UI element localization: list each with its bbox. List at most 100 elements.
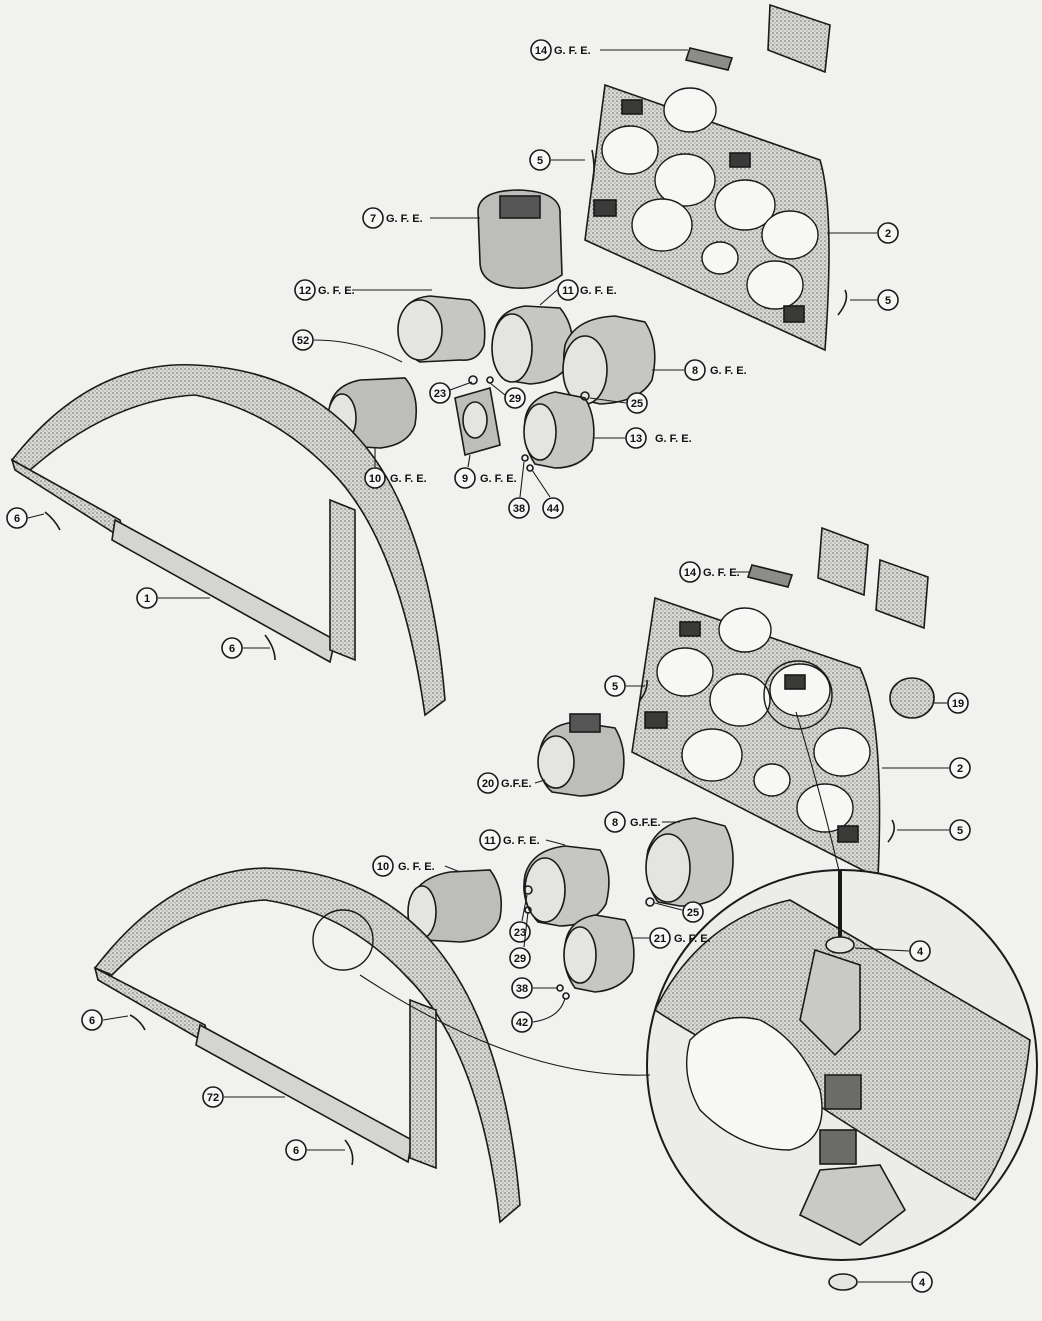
- callout-1: 1: [136, 587, 210, 609]
- callout-11-lower: 11 G. F. E.: [479, 829, 566, 851]
- callout-14-lower: 14 G. F. E.: [679, 561, 750, 583]
- svg-text:7: 7: [370, 213, 376, 225]
- svg-text:11: 11: [562, 285, 574, 297]
- svg-text:1: 1: [144, 593, 150, 605]
- svg-text:14: 14: [684, 567, 697, 579]
- svg-text:6: 6: [293, 1145, 299, 1157]
- svg-text:2: 2: [885, 228, 891, 240]
- svg-text:4: 4: [919, 1277, 926, 1289]
- detail-magnifier: [359, 711, 1038, 1291]
- instrument-8-lower: [645, 817, 734, 907]
- callout-6-upper-mid: 6: [221, 637, 270, 659]
- svg-text:5: 5: [537, 155, 543, 167]
- svg-text:G. F. E.: G. F. E.: [554, 45, 591, 57]
- callout-10-lower: 10 G. F. E.: [372, 855, 461, 877]
- instrument-10-lower: [407, 869, 503, 943]
- callout-2-upper: 2: [827, 222, 899, 244]
- callout-38-upper: 38: [508, 461, 530, 519]
- svg-text:G.F.E.: G.F.E.: [630, 817, 661, 829]
- callout-4-upper: 4: [854, 940, 931, 962]
- instrument-20: [537, 713, 625, 797]
- callout-19: 19: [933, 692, 969, 714]
- callout-44: 44: [531, 469, 564, 519]
- instrument-7: [477, 189, 563, 290]
- callout-14-upper: 14 G. F. E.: [530, 39, 688, 61]
- instrument-11-lower: [523, 845, 610, 927]
- callout-38-lower: 38: [511, 977, 558, 999]
- instrument-panel-upper: [584, 83, 830, 352]
- svg-text:44: 44: [547, 503, 560, 515]
- instrument-9: [454, 386, 501, 457]
- instrument-11-upper: [491, 305, 574, 385]
- callout-5-upper-right: 5: [850, 289, 899, 311]
- frame-assembly-lower: [93, 867, 521, 1224]
- callout-8-upper: 8 G. F. E.: [652, 359, 747, 381]
- callout-13: 13 G. F. E.: [593, 427, 692, 449]
- svg-text:5: 5: [612, 681, 618, 693]
- callout-23-upper: 23: [429, 381, 473, 404]
- callout-7: 7 G. F. E.: [362, 207, 480, 229]
- svg-text:20: 20: [482, 778, 494, 790]
- svg-text:2: 2: [957, 763, 963, 775]
- instrument-panel-lower: [631, 596, 881, 880]
- callout-9: 9 G. F. E.: [454, 454, 517, 489]
- callout-21: 21 G. F. E.: [632, 927, 711, 949]
- svg-text:38: 38: [516, 983, 528, 995]
- svg-text:6: 6: [89, 1015, 95, 1027]
- svg-text:G. F. E.: G. F. E.: [503, 835, 540, 847]
- svg-text:12: 12: [299, 285, 311, 297]
- svg-text:G. F. E.: G. F. E.: [480, 473, 517, 485]
- svg-text:13: 13: [630, 433, 642, 445]
- callout-4-lower: 4: [858, 1271, 933, 1293]
- svg-text:38: 38: [513, 503, 525, 515]
- callout-11-upper: 11 G. F. E.: [539, 279, 617, 306]
- svg-text:9: 9: [462, 473, 468, 485]
- svg-text:8: 8: [692, 365, 698, 377]
- svg-text:25: 25: [631, 398, 643, 410]
- svg-text:25: 25: [687, 907, 699, 919]
- callout-10-upper: 10 G. F. E.: [364, 448, 427, 489]
- svg-text:G. F. E.: G. F. E.: [703, 567, 740, 579]
- callout-2-lower: 2: [882, 757, 971, 779]
- svg-text:10: 10: [369, 473, 381, 485]
- svg-text:5: 5: [957, 825, 963, 837]
- svg-text:29: 29: [509, 393, 521, 405]
- name-plate-upper: [684, 3, 831, 74]
- svg-text:6: 6: [14, 513, 20, 525]
- callout-6-lower-mid: 6: [285, 1139, 345, 1161]
- callout-29-lower: 29: [509, 911, 531, 969]
- callout-25-upper: 25: [589, 392, 648, 414]
- callout-25-lower: 25: [654, 901, 704, 923]
- callout-52: 52: [292, 329, 403, 363]
- callout-20: 20 G.F.E.: [477, 772, 546, 794]
- callout-5-upper-left: 5: [529, 149, 585, 171]
- callout-5-lower-right: 5: [897, 819, 971, 841]
- cover-plates-lower: [746, 526, 935, 719]
- svg-text:72: 72: [207, 1092, 219, 1104]
- svg-text:4: 4: [917, 946, 924, 958]
- svg-text:G. F. E.: G. F. E.: [580, 285, 617, 297]
- svg-text:19: 19: [952, 698, 964, 710]
- svg-text:G. F. E.: G. F. E.: [386, 213, 423, 225]
- svg-text:G. F. E.: G. F. E.: [674, 933, 711, 945]
- callout-29-upper: 29: [489, 382, 526, 409]
- svg-text:52: 52: [297, 335, 309, 347]
- svg-text:23: 23: [514, 927, 526, 939]
- instrument-21: [563, 914, 635, 993]
- instrument-8-upper: [562, 315, 656, 405]
- instrument-12: [397, 295, 486, 363]
- svg-text:5: 5: [885, 295, 891, 307]
- svg-text:14: 14: [535, 45, 548, 57]
- svg-text:G. F. E.: G. F. E.: [398, 861, 435, 873]
- svg-text:G. F. E.: G. F. E.: [710, 365, 747, 377]
- svg-text:23: 23: [434, 388, 446, 400]
- callout-6-lower-left: 6: [81, 1009, 129, 1031]
- svg-text:G. F. E.: G. F. E.: [318, 285, 355, 297]
- callout-6-upper-left: 6: [6, 507, 45, 529]
- svg-text:29: 29: [514, 953, 526, 965]
- callout-8-lower: 8 G.F.E.: [604, 811, 680, 833]
- callout-72: 72: [202, 1086, 285, 1108]
- instrument-13: [523, 391, 595, 469]
- svg-text:G. F. E.: G. F. E.: [655, 433, 692, 445]
